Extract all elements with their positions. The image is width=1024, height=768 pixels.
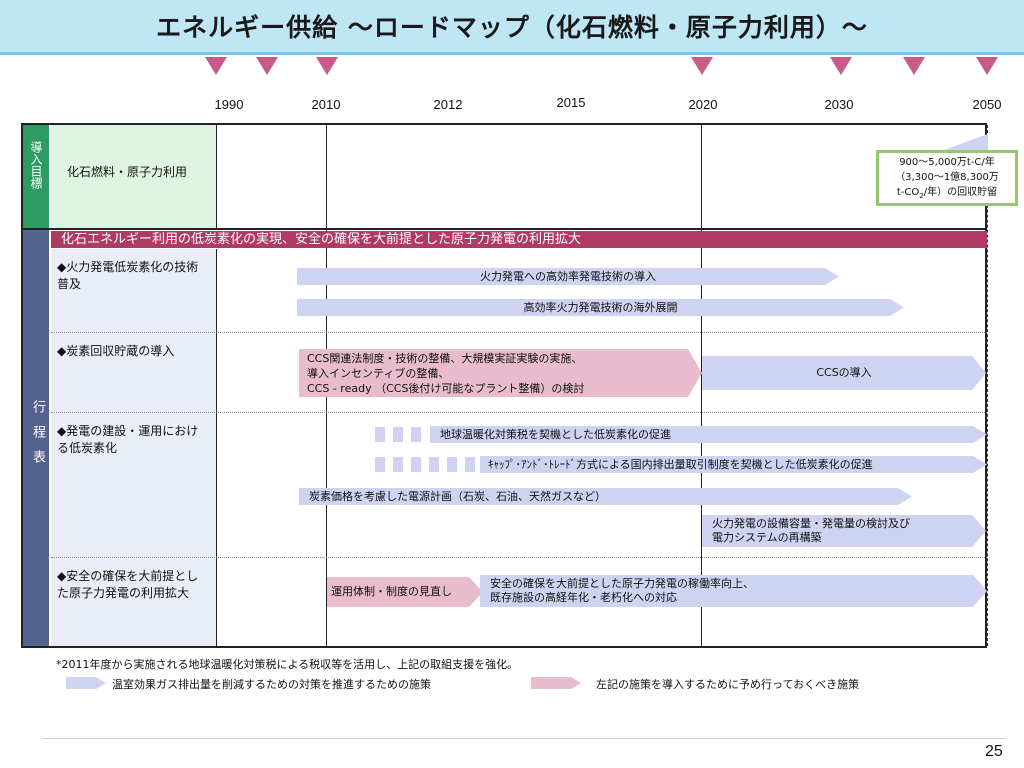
row-label: ◆火力発電低炭素化の技術普及 — [57, 260, 199, 291]
goal-line-3b: /年）の回収貯留 — [923, 187, 998, 198]
milestone-marker-2040 — [903, 57, 925, 75]
dash-segment — [411, 457, 421, 472]
legend-pink-swatch — [531, 677, 581, 689]
dash-segment — [429, 457, 439, 472]
nuclear-line-1: 安全の確保を大前提とした原子力発電の稼働率向上、 — [490, 577, 754, 590]
page-number: 25 — [985, 743, 1003, 760]
footnote: *2011年度から実施される地球温暖化対策税による税収等を活用し、上記の取組支援… — [56, 658, 519, 671]
goal-target-box: 900～5,000万t-C/年 （3,300～1億8,300万 t-CO2/年）… — [876, 150, 1018, 206]
year-label: 2050 — [972, 97, 1002, 112]
row-separator — [51, 557, 987, 558]
row-label-cell: ◆炭素回収貯蔵の導入 — [51, 333, 217, 412]
timeline-2050-line — [987, 125, 988, 646]
goal-line-3a: t-CO — [896, 187, 920, 198]
dash-segment — [393, 457, 403, 472]
dash-segment — [375, 457, 385, 472]
milestone-marker-2030 — [830, 57, 852, 75]
milestone-marker-2050 — [976, 57, 998, 75]
row-label: ◆安全の確保を大前提とした原子力発電の利用拡大 — [57, 569, 199, 600]
dash-segment — [411, 427, 421, 442]
goal-line-1: 900～5,000万t-C/年 — [899, 157, 995, 168]
goal-vertical-text: 導入目標 — [29, 141, 43, 189]
legend-blue-text: 温室効果ガス排出量を削減するための対策を推進するための施策 — [112, 678, 431, 691]
row-separator — [21, 228, 987, 230]
milestone-marker-2010a — [256, 57, 278, 75]
nuclear-line-2: 既存施設の高経年化・老朽化への対応 — [490, 591, 677, 604]
legend-blue-swatch — [66, 677, 106, 689]
dash-segment — [447, 457, 457, 472]
schedule-vertical-label: 行程表 — [23, 230, 49, 646]
row-label-cell: ◆発電の建設・運用における低炭素化 — [51, 413, 217, 557]
row-separator — [51, 332, 987, 333]
page-title: エネルギー供給 ～ロードマップ（化石燃料・原子力利用）～ — [156, 13, 868, 42]
milestone-marker-2020 — [691, 57, 713, 75]
goal-line-2: （3,300～1億8,300万 — [895, 172, 999, 183]
arrow-overseas: 高効率火力発電技術の海外展開 — [297, 299, 904, 316]
row-separator — [51, 412, 987, 413]
arrow-carbon-price: 炭素価格を考慮した電源計画（石炭、石油、天然ガスなど） — [299, 488, 912, 505]
milestone-marker-2010b — [316, 57, 338, 75]
year-label: 2030 — [824, 97, 854, 112]
year-label: 2012 — [433, 97, 463, 112]
capacity-line-1: 火力発電の設備容量・発電量の検討及び — [712, 517, 910, 530]
arrow-cap-and-trade: ｷｬｯﾌﾟ･ｱﾝﾄﾞ･ﾄﾚｰﾄﾞ方式による国内排出量取引制度を契機とした低炭素化… — [480, 456, 987, 473]
row-label-cell: ◆安全の確保を大前提とした原子力発電の利用拡大 — [51, 558, 217, 646]
row-label: ◆発電の建設・運用における低炭素化 — [57, 424, 199, 455]
dash-segment — [393, 427, 403, 442]
arrow-ccs-intro: CCSの導入 — [702, 356, 986, 390]
milestone-marker-1990 — [205, 57, 227, 75]
year-label: 2020 — [688, 97, 718, 112]
legend-pink-text: 左記の施策を導入するために予め行っておくべき施策 — [596, 678, 860, 691]
row-label: ◆炭素回収貯蔵の導入 — [57, 344, 175, 358]
row-label-cell: ◆火力発電低炭素化の技術普及 — [51, 249, 217, 332]
dash-segment — [375, 427, 385, 442]
arrow-climate-tax: 地球温暖化対策税を契機とした低炭素化の促進 — [430, 426, 987, 443]
year-label: 1990 — [214, 97, 244, 112]
arrow-ccs-preparation: CCS関連法制度・技術の整備、大規模実証実験の実施、 導入インセンティブの整備、… — [299, 349, 702, 397]
arrow-thermal-efficiency: 火力発電への高効率発電技術の導入 — [297, 268, 839, 285]
arrow-capacity-review: 火力発電の設備容量・発電量の検討及び 電力システムの再構築 — [702, 515, 986, 547]
ccs-prep-line-1: CCS関連法制度・技術の整備、大規模実証実験の実施、 — [307, 352, 583, 365]
arrow-nuclear-improvement: 安全の確保を大前提とした原子力発電の稼働率向上、 既存施設の高経年化・老朽化への… — [480, 575, 987, 607]
goal-vertical-label: 導入目標 — [23, 125, 49, 228]
year-label: 2010 — [311, 97, 341, 112]
year-label: 2015 — [556, 95, 586, 110]
ccs-prep-line-3: CCS - ready （CCS後付け可能なプラント整備）の検討 — [307, 382, 585, 395]
goal-row-label: 化石燃料・原子力利用 — [67, 165, 188, 179]
goal-line-3-sub: 2 — [919, 192, 924, 200]
roadmap-table — [21, 123, 987, 648]
footer-divider — [42, 738, 1006, 739]
timeline-2020-line — [701, 125, 702, 646]
goal-line-3: t-CO2/年）の回収貯留 — [879, 185, 1015, 204]
dash-segment — [465, 457, 475, 472]
capacity-line-2: 電力システムの再構築 — [712, 531, 822, 544]
ccs-prep-line-2: 導入インセンティブの整備、 — [307, 367, 450, 380]
arrow-operation-review: 運用体制・制度の見直し — [327, 577, 483, 607]
policy-header-bar: 化石エネルギー利用の低炭素化の実現、安全の確保を大前提とした原子力発電の利用拡大 — [51, 231, 987, 248]
title-banner — [0, 0, 1024, 55]
schedule-vertical-text: 行程表 — [30, 400, 45, 475]
goal-row-label-cell: 化石燃料・原子力利用 — [51, 125, 217, 228]
